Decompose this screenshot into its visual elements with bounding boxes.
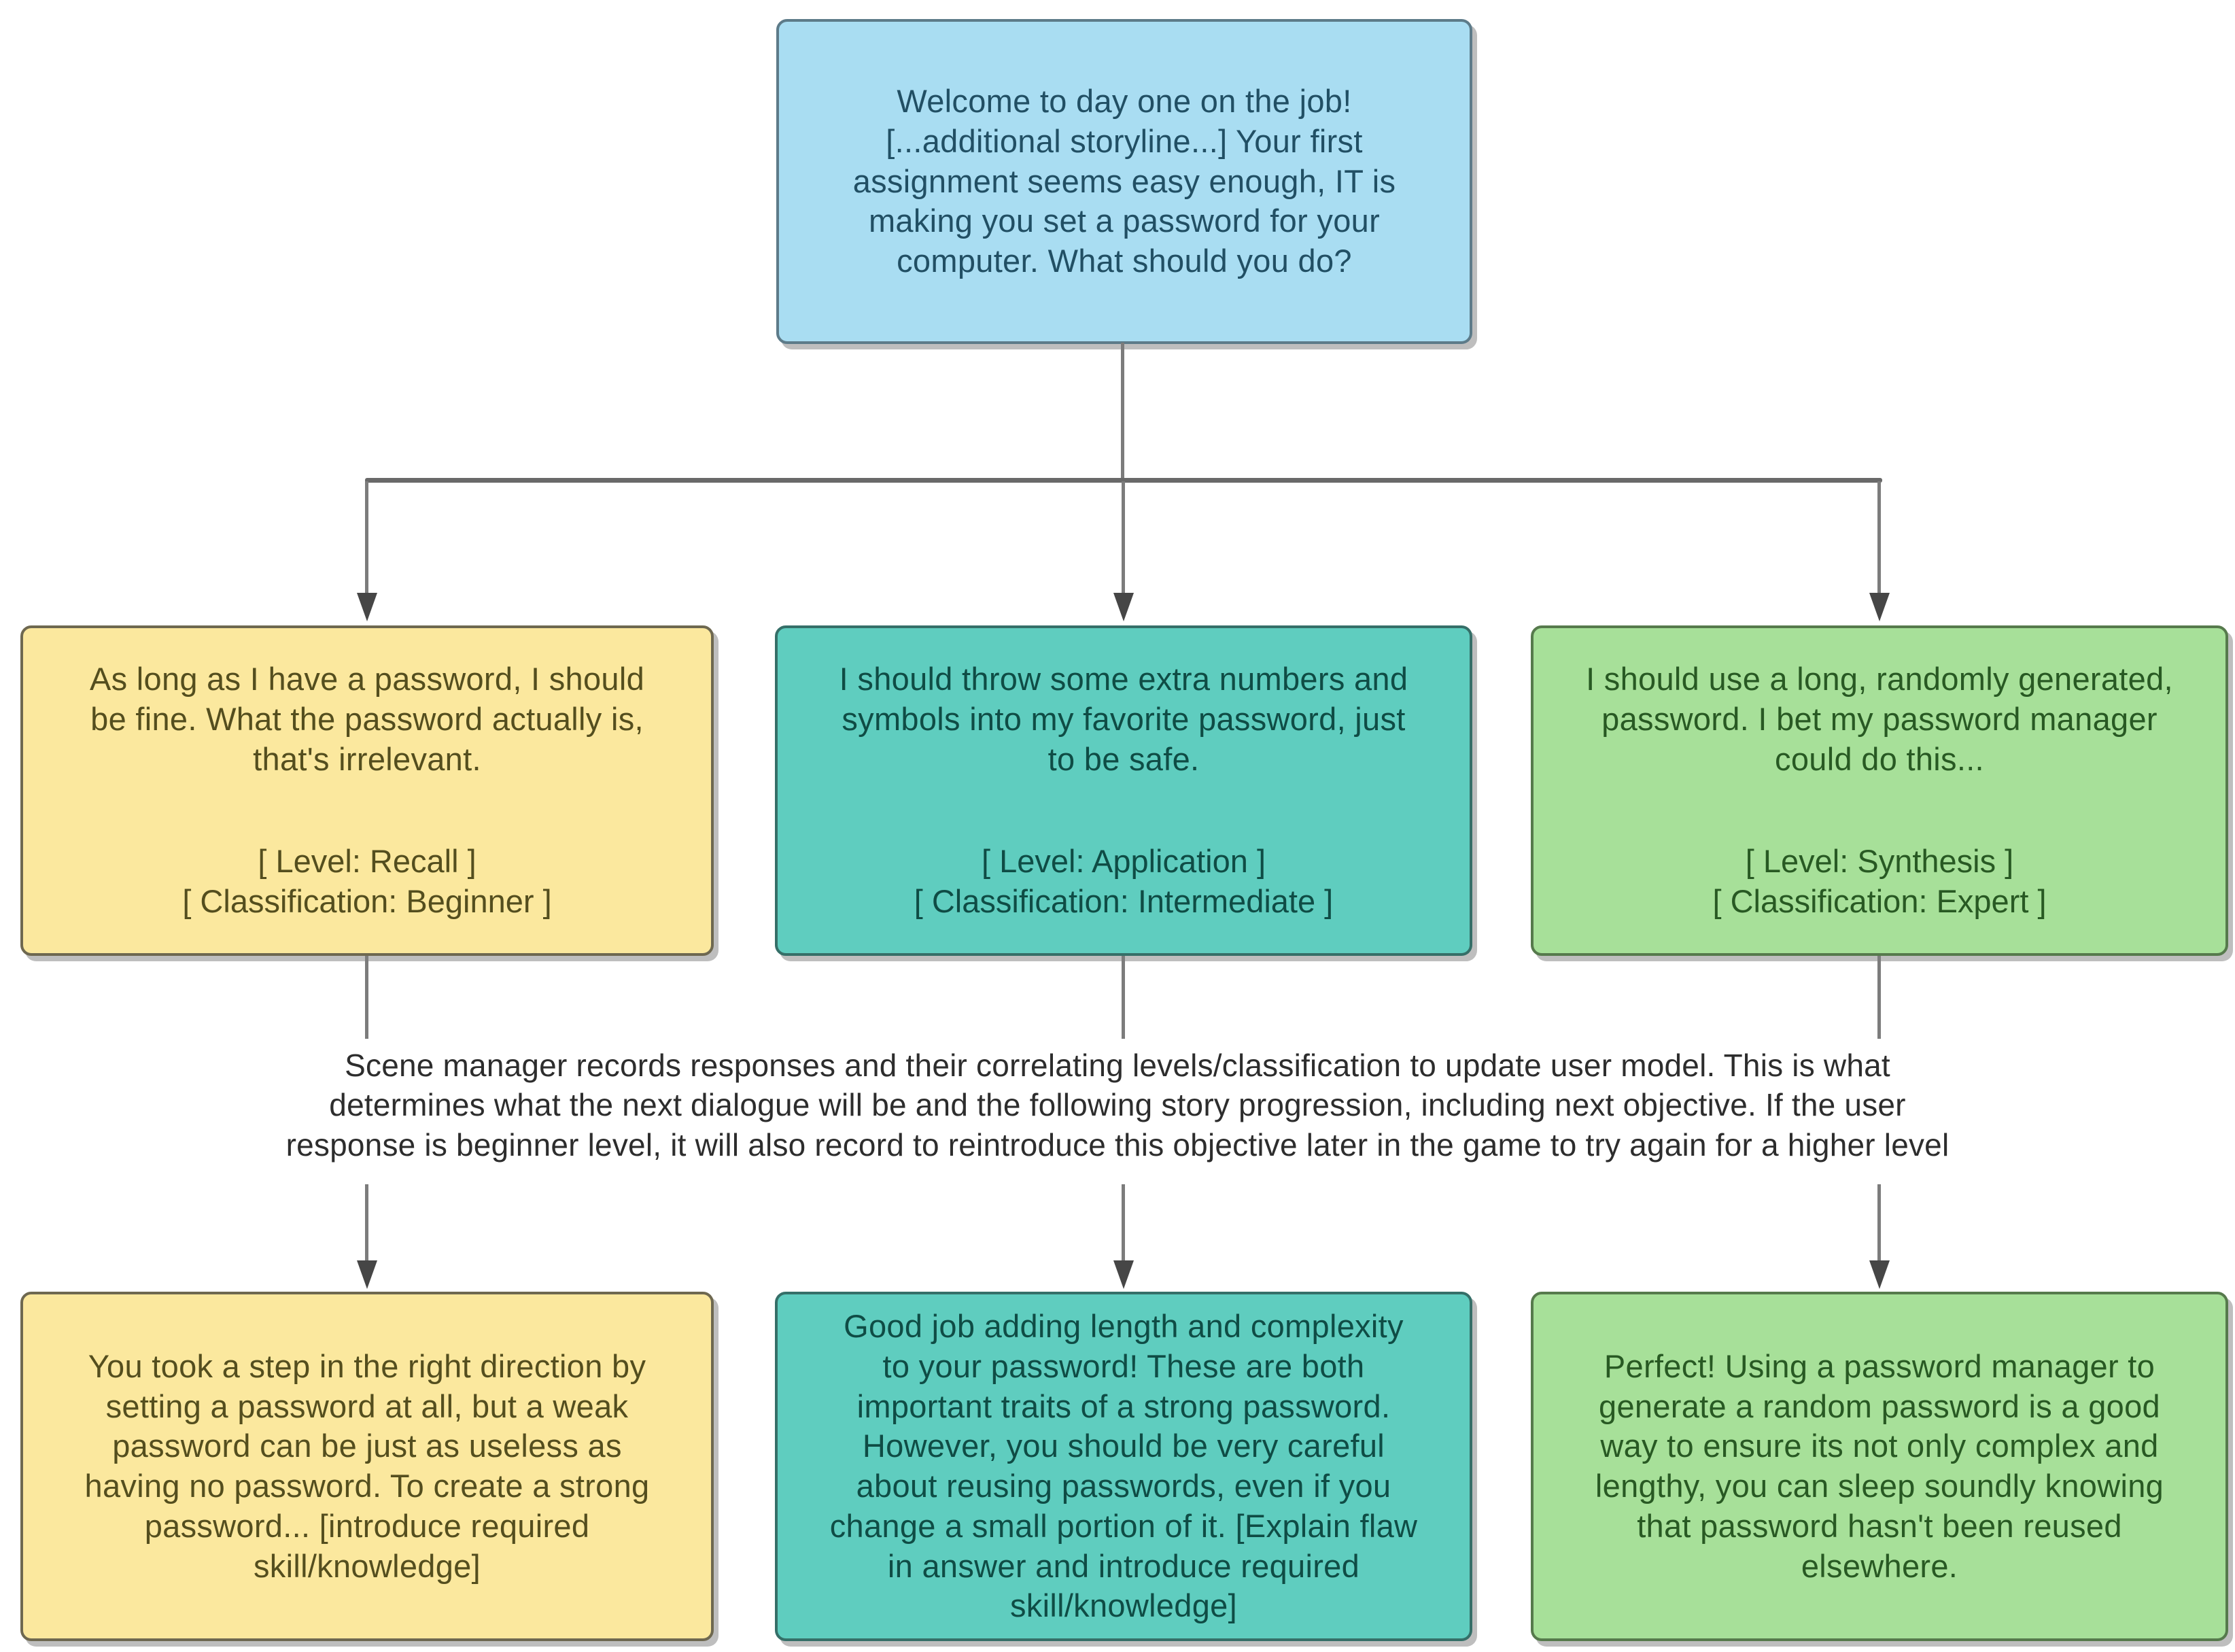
feedback-intermediate-text: Good job adding length and complexity to… (829, 1308, 1418, 1624)
classification-tag: [ Classification: Intermediate ] (914, 883, 1334, 920)
connector-expert-lower (1877, 1184, 1881, 1263)
level-tag: [ Level: Synthesis ] (1745, 843, 2014, 880)
connector-intermediate-lower (1122, 1184, 1125, 1263)
classification-tag: [ Classification: Beginner ] (182, 883, 552, 920)
node-feedback-expert: Perfect! Using a password manager to gen… (1531, 1292, 2228, 1641)
arrowhead-to-expert-feedback (1869, 1260, 1890, 1289)
feedback-beginner-text: You took a step in the right direction b… (84, 1347, 650, 1584)
node-feedback-beginner: You took a step in the right direction b… (20, 1292, 714, 1641)
arrowhead-to-expert (1869, 593, 1890, 621)
feedback-expert-text: Perfect! Using a password manager to gen… (1595, 1347, 2164, 1584)
connector-expert-upper (1877, 956, 1881, 1039)
connector-to-beginner (365, 481, 368, 596)
connector-beginner-lower (365, 1184, 368, 1263)
arrowhead-to-intermediate (1113, 593, 1134, 621)
node-option-beginner: As long as I have a password, I should b… (20, 625, 714, 956)
node-intro-dialogue: Welcome to day one on the job! [...addit… (776, 19, 1472, 344)
option-beginner-text: As long as I have a password, I should b… (89, 661, 645, 777)
option-expert-text: I should use a long, randomly generated,… (1586, 661, 2173, 777)
connector-root-stem (1121, 343, 1124, 479)
arrowhead-to-beginner (357, 593, 377, 621)
node-option-expert: I should use a long, randomly generated,… (1531, 625, 2228, 956)
connector-to-intermediate (1122, 481, 1125, 596)
option-expert-tags: [ Level: Synthesis ] [ Classification: E… (1712, 842, 2046, 922)
option-intermediate-text: I should throw some extra numbers and sy… (839, 661, 1408, 777)
node-feedback-intermediate: Good job adding length and complexity to… (775, 1292, 1472, 1641)
arrowhead-to-beginner-feedback (357, 1260, 377, 1289)
classification-tag: [ Classification: Expert ] (1712, 883, 2047, 920)
arrowhead-to-intermediate-feedback (1113, 1260, 1134, 1289)
option-beginner-tags: [ Level: Recall ] [ Classification: Begi… (182, 842, 551, 922)
level-tag: [ Level: Application ] (981, 843, 1266, 880)
connector-to-expert (1877, 481, 1881, 596)
connector-intermediate-upper (1122, 956, 1125, 1039)
intro-dialogue-text: Welcome to day one on the job! [...addit… (852, 83, 1396, 279)
level-tag: [ Level: Recall ] (258, 843, 477, 880)
node-option-intermediate: I should throw some extra numbers and sy… (775, 625, 1472, 956)
connector-branch-bar (365, 478, 1882, 483)
option-intermediate-tags: [ Level: Application ] [ Classification:… (914, 842, 1334, 922)
scene-manager-note: Scene manager records responses and thei… (285, 1048, 1950, 1163)
connector-beginner-upper (365, 956, 368, 1039)
